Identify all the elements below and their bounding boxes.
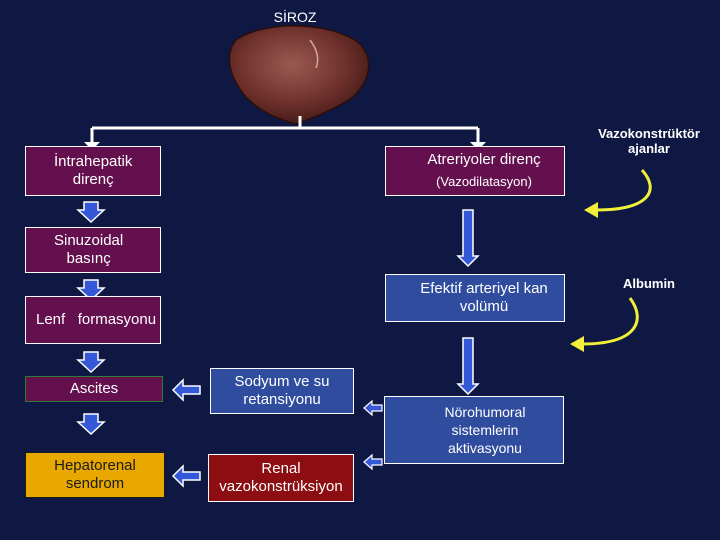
norohumoral-box: Nörohumoral sistemlerin aktivasyonu xyxy=(384,396,564,464)
hepatorenal-box: Hepatorenal sendrom xyxy=(25,452,165,498)
atreriyoler-title: Atreriyoler direnç xyxy=(427,151,541,168)
down-arrow-icon xyxy=(456,209,480,268)
curved-arrow-icon xyxy=(584,168,652,218)
down-arrow-icon xyxy=(76,201,106,224)
down-arrow-icon xyxy=(456,337,480,396)
lenf-label: Lenf formasyonu xyxy=(36,311,157,328)
left-arrow-icon xyxy=(171,464,201,488)
sodyum-box: Sodyum ve su retansiyonu xyxy=(210,368,354,414)
hepatorenal-label: Hepatorenal sendrom xyxy=(54,457,136,492)
vazokonstruktor-label: Vazokonstrüktör ajanlar xyxy=(598,126,700,156)
left-arrow-icon xyxy=(171,378,201,402)
down-arrow-icon xyxy=(76,413,106,436)
page-title: SİROZ xyxy=(273,9,317,25)
renal-box: Renal vazokonstrüksiyon xyxy=(208,454,354,502)
curved-arrow-icon xyxy=(570,297,639,352)
ascites-label: Ascites xyxy=(69,380,119,397)
sodyum-label: Sodyum ve su retansiyonu xyxy=(234,373,330,408)
sinuzoidal-box: Sinuzoidal basınç xyxy=(25,227,161,273)
ascites-box: Ascites xyxy=(25,376,163,402)
left-arrow-icon xyxy=(363,453,383,471)
efektif-box: Efektif arteriyel kan volümü xyxy=(385,274,565,322)
left-arrow-icon xyxy=(363,399,383,417)
renal-label: Renal vazokonstrüksiyon xyxy=(219,460,343,495)
intrahepatik-label: İntrahepatik direnç xyxy=(54,153,133,188)
norohumoral-label: Nörohumoral sistemlerin aktivasyonu xyxy=(444,404,526,456)
albumin-label: Albumin xyxy=(623,276,675,291)
down-arrow-icon xyxy=(76,351,106,374)
down-arrow-icon xyxy=(76,279,106,302)
atreriyoler-box: Atreriyoler direnç (Vazodilatasyon) xyxy=(385,146,565,196)
atreriyoler-sub: (Vazodilatasyon) xyxy=(436,174,532,189)
lenf-box: Lenf formasyonu xyxy=(25,296,161,344)
sinuzoidal-label: Sinuzoidal basınç xyxy=(54,232,124,267)
efektif-label: Efektif arteriyel kan volümü xyxy=(420,280,548,315)
intrahepatik-box: İntrahepatik direnç xyxy=(25,146,161,196)
